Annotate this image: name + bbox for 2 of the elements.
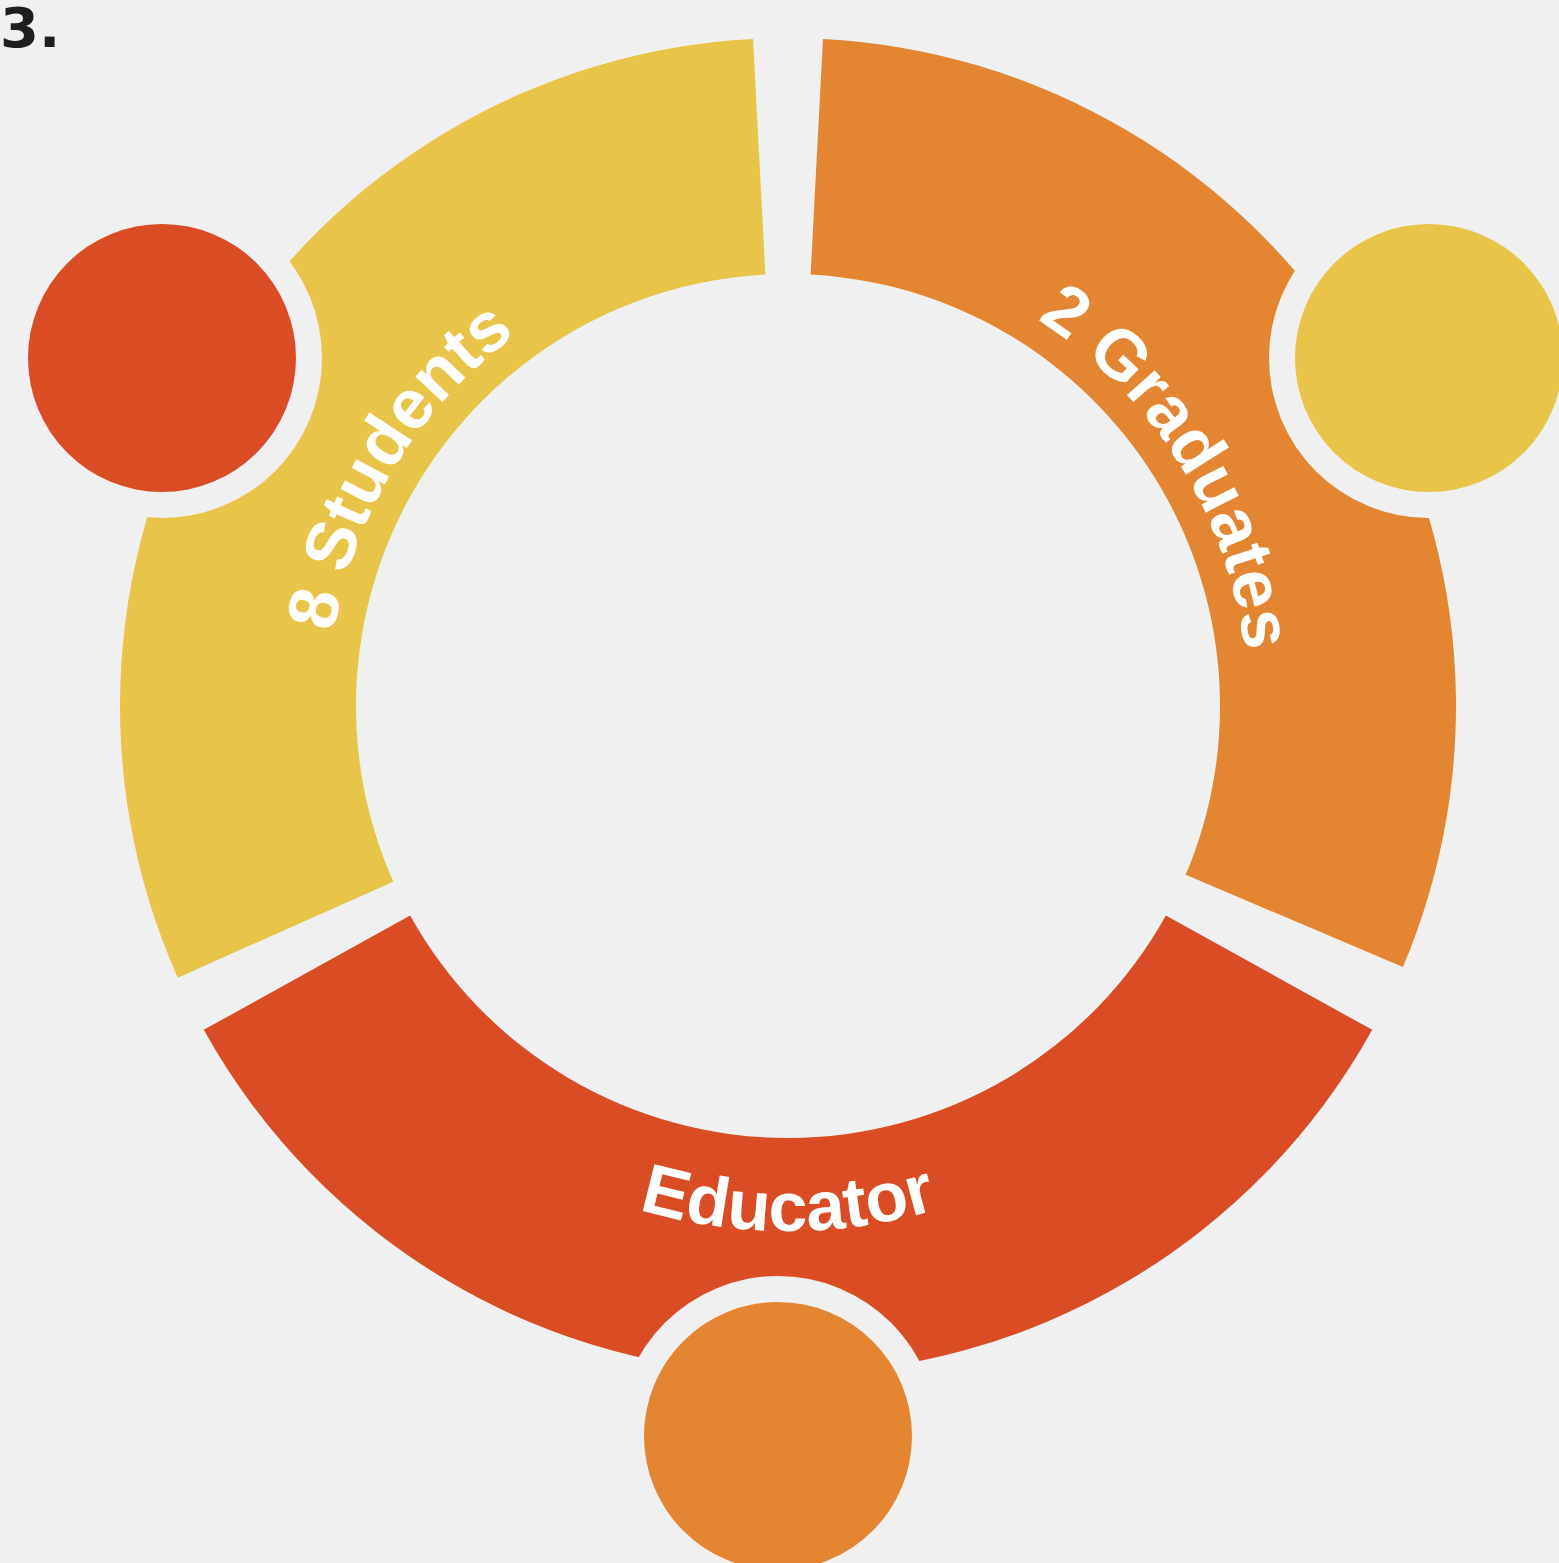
- segment-label: Educator: [634, 1148, 942, 1247]
- figure-number: 3.: [0, 0, 61, 56]
